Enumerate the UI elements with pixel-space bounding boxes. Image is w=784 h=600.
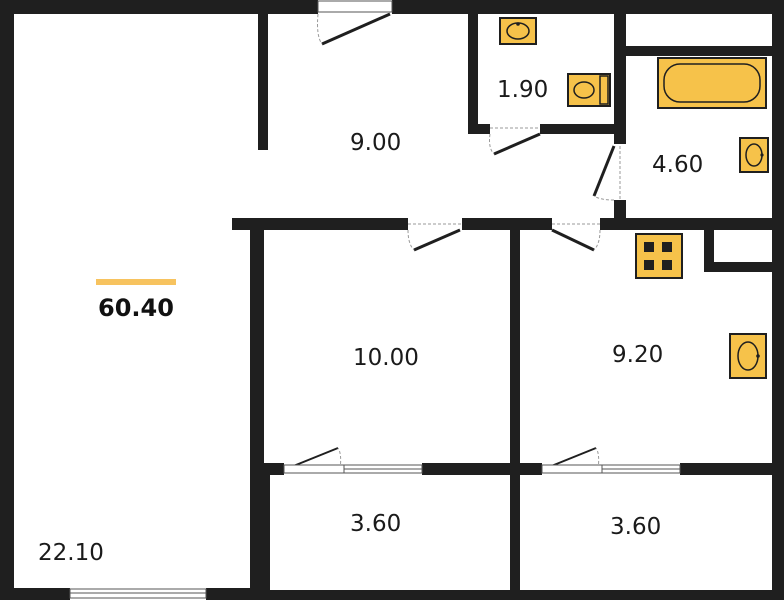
wall-toilet-left — [468, 14, 478, 134]
wall-toilet-right — [614, 14, 626, 144]
door-swing-icon — [592, 145, 621, 201]
wall-balc-bottom-left — [264, 590, 520, 600]
wall-balc-bottom-right — [514, 590, 784, 600]
door-swing-icon — [541, 447, 603, 474]
wall-toilet-bottom-b — [540, 124, 620, 134]
door-swing-icon — [283, 447, 345, 474]
windows — [69, 0, 681, 599]
room-area-balcony-left: 3.60 — [350, 511, 401, 537]
sink-icon — [729, 333, 767, 379]
wall-bath-top — [614, 46, 784, 56]
wall-living-right — [250, 222, 264, 600]
room-area-balcony-right: 3.60 — [610, 514, 661, 540]
wall-bath-left — [614, 200, 626, 222]
room-area-bathroom: 4.60 — [652, 152, 703, 178]
wall-bed-kitchen — [510, 226, 520, 596]
room-area-toilet: 1.90 — [497, 77, 548, 103]
stove-icon — [635, 233, 683, 279]
wall-balc-left-side — [264, 470, 270, 596]
sink-icon — [739, 137, 769, 173]
area-labels: 60.40 22.10 9.00 1.90 4.60 10.00 9.20 3.… — [38, 77, 703, 566]
doors — [283, 12, 621, 474]
total-area: 60.40 — [98, 294, 174, 322]
door-swing-icon — [317, 12, 391, 46]
wall-balc-rail-b — [422, 463, 542, 475]
room-area-living-room: 22.10 — [38, 540, 104, 566]
wall-left — [0, 0, 14, 600]
door-swing-icon — [551, 223, 601, 252]
wall-hall-bottom-b — [462, 218, 552, 230]
wall-hall-bottom-a — [232, 218, 408, 230]
sink-icon — [499, 17, 537, 45]
total-area-accent-bar — [96, 279, 176, 285]
door-swing-icon — [489, 127, 541, 156]
wall-balc-rail-a — [256, 463, 284, 475]
wall-top-right — [392, 0, 784, 14]
wall-hall-stub — [258, 14, 268, 150]
room-area-hall: 9.00 — [350, 130, 401, 156]
wall-niche-bottom — [704, 262, 776, 272]
wall-toilet-bottom-a — [468, 124, 490, 134]
fixtures — [499, 17, 769, 379]
wall-right — [772, 0, 784, 600]
bathtub-icon — [657, 57, 767, 109]
toilet-icon — [567, 73, 611, 107]
door-swing-icon — [407, 223, 462, 252]
wall-balc-mid — [512, 470, 520, 596]
room-area-kitchen: 9.20 — [612, 342, 663, 368]
window-top-entry — [317, 0, 393, 13]
wall-balc-rail-c — [680, 463, 784, 475]
room-area-bedroom: 10.00 — [353, 345, 419, 371]
wall-bottom-left — [0, 588, 70, 600]
wall-hall-bottom-c — [600, 218, 784, 230]
wall-top-left — [0, 0, 318, 14]
wall-niche-left — [704, 226, 714, 272]
